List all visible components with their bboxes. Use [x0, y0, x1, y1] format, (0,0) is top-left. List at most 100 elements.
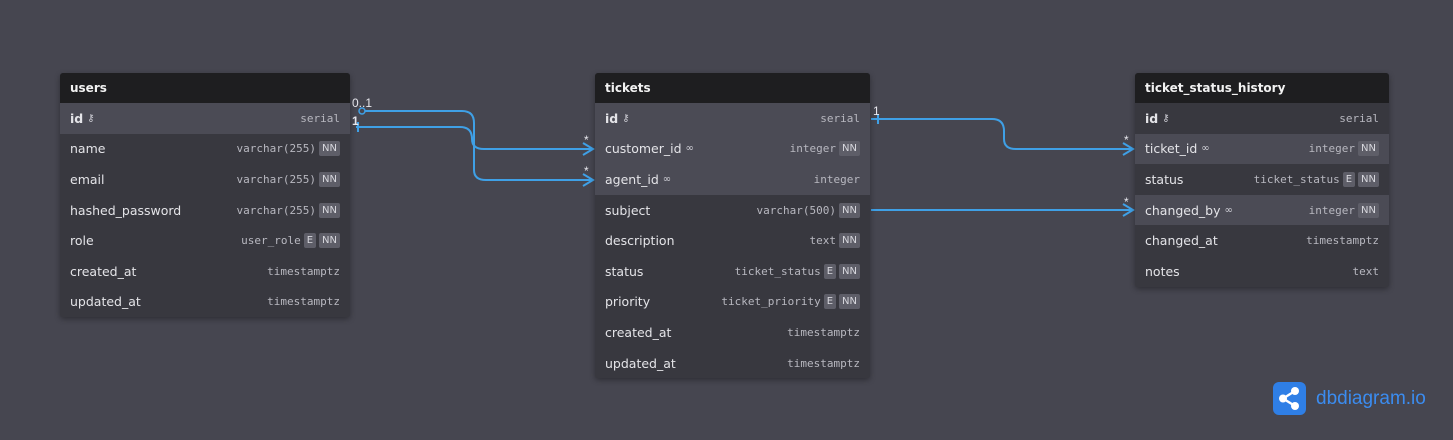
field-row[interactable]: hashed_password varchar(255)NN	[60, 195, 350, 226]
field-meta: serial	[300, 112, 340, 125]
field-row[interactable]: created_at timestamptz	[595, 317, 870, 348]
field-type: serial	[300, 111, 340, 125]
field-meta: varchar(255)NN	[237, 171, 340, 187]
field-name: id⚷	[1145, 111, 1170, 126]
field-name: agent_id∞	[605, 172, 671, 187]
field-meta: timestamptz	[267, 265, 340, 278]
field-name-text: id	[605, 110, 619, 126]
not-null-badge: NN	[319, 171, 340, 187]
link-icon: ∞	[1224, 204, 1233, 216]
table-header[interactable]: tickets	[595, 73, 870, 103]
field-row[interactable]: created_at timestamptz	[60, 256, 350, 287]
field-name: updated_at	[70, 294, 141, 309]
field-type: varchar(255)	[236, 203, 317, 217]
field-name-text: notes	[1145, 263, 1180, 279]
relation-label: 1	[873, 104, 880, 118]
key-icon: ⚷	[87, 112, 95, 124]
field-name-text: id	[70, 110, 84, 126]
field-name: hashed_password	[70, 203, 181, 218]
link-icon: ∞	[685, 143, 694, 155]
relation-line	[871, 118, 1133, 150]
brand-logo[interactable]: dbdiagram.io	[1273, 382, 1426, 415]
field-row[interactable]: email varchar(255)NN	[60, 164, 350, 195]
field-meta: integer	[814, 173, 860, 186]
field-type: user_role	[241, 234, 301, 248]
field-name: description	[605, 233, 675, 248]
field-type: varchar(500)	[756, 203, 837, 217]
field-row[interactable]: id⚷ serial	[1135, 103, 1389, 134]
field-name: created_at	[70, 264, 136, 279]
field-type: ticket_status	[1253, 172, 1340, 186]
field-name: updated_at	[605, 356, 676, 371]
not-null-badge: NN	[839, 233, 860, 249]
field-meta: varchar(255)NN	[236, 202, 340, 218]
relation-optional-circle	[358, 107, 366, 115]
field-row[interactable]: id⚷ serial	[595, 103, 870, 134]
field-name-text: customer_id	[605, 141, 682, 157]
field-row[interactable]: updated_at timestamptz	[60, 287, 350, 318]
field-type: integer	[789, 142, 837, 156]
enum-badge: E	[1342, 171, 1356, 187]
field-meta: varchar(255)NN	[237, 141, 340, 157]
not-null-badge: NN	[1358, 171, 1379, 187]
field-type: serial	[820, 111, 860, 125]
field-name-text: priority	[605, 294, 651, 310]
field-name: priority	[605, 294, 650, 309]
table-header[interactable]: ticket_status_history	[1135, 73, 1389, 103]
relation-crowfoot	[582, 142, 595, 156]
field-row[interactable]: agent_id∞ integer	[595, 164, 870, 195]
field-type: timestamptz	[267, 264, 340, 278]
field-name: changed_at	[1145, 233, 1218, 248]
not-null-badge: NN	[839, 202, 860, 218]
enum-badge: E	[823, 294, 837, 310]
field-name-text: created_at	[70, 263, 137, 279]
table-ticket-status-history[interactable]: ticket_status_history id⚷ serial ticket_id…	[1135, 73, 1389, 287]
relation-label: *	[584, 133, 589, 147]
field-type: serial	[1339, 111, 1379, 125]
field-type: integer	[813, 172, 860, 186]
relation-label: 1	[352, 114, 359, 128]
field-name-text: description	[605, 233, 675, 249]
field-type: timestamptz	[1306, 234, 1379, 248]
field-name: id⚷	[605, 111, 630, 126]
field-row[interactable]: changed_at timestamptz	[1135, 225, 1389, 256]
relation-crowfoot	[1122, 142, 1135, 156]
relation-line	[356, 126, 593, 150]
field-name: email	[70, 172, 104, 187]
field-name: id⚷	[70, 111, 95, 126]
not-null-badge: NN	[319, 141, 340, 157]
relation-crowfoot	[582, 173, 595, 187]
table-header[interactable]: users	[60, 73, 350, 103]
field-name-text: email	[70, 171, 105, 187]
field-name: status	[605, 264, 643, 279]
relation-label: *	[584, 164, 589, 178]
field-row[interactable]: id⚷ serial	[60, 103, 350, 134]
field-name: created_at	[605, 325, 671, 340]
not-null-badge: NN	[1358, 141, 1379, 157]
field-type: timestamptz	[787, 325, 860, 339]
not-null-badge: NN	[1358, 202, 1379, 218]
field-type: timestamptz	[267, 295, 340, 309]
field-type: ticket_status	[734, 264, 821, 278]
field-meta: serial	[1339, 112, 1379, 125]
